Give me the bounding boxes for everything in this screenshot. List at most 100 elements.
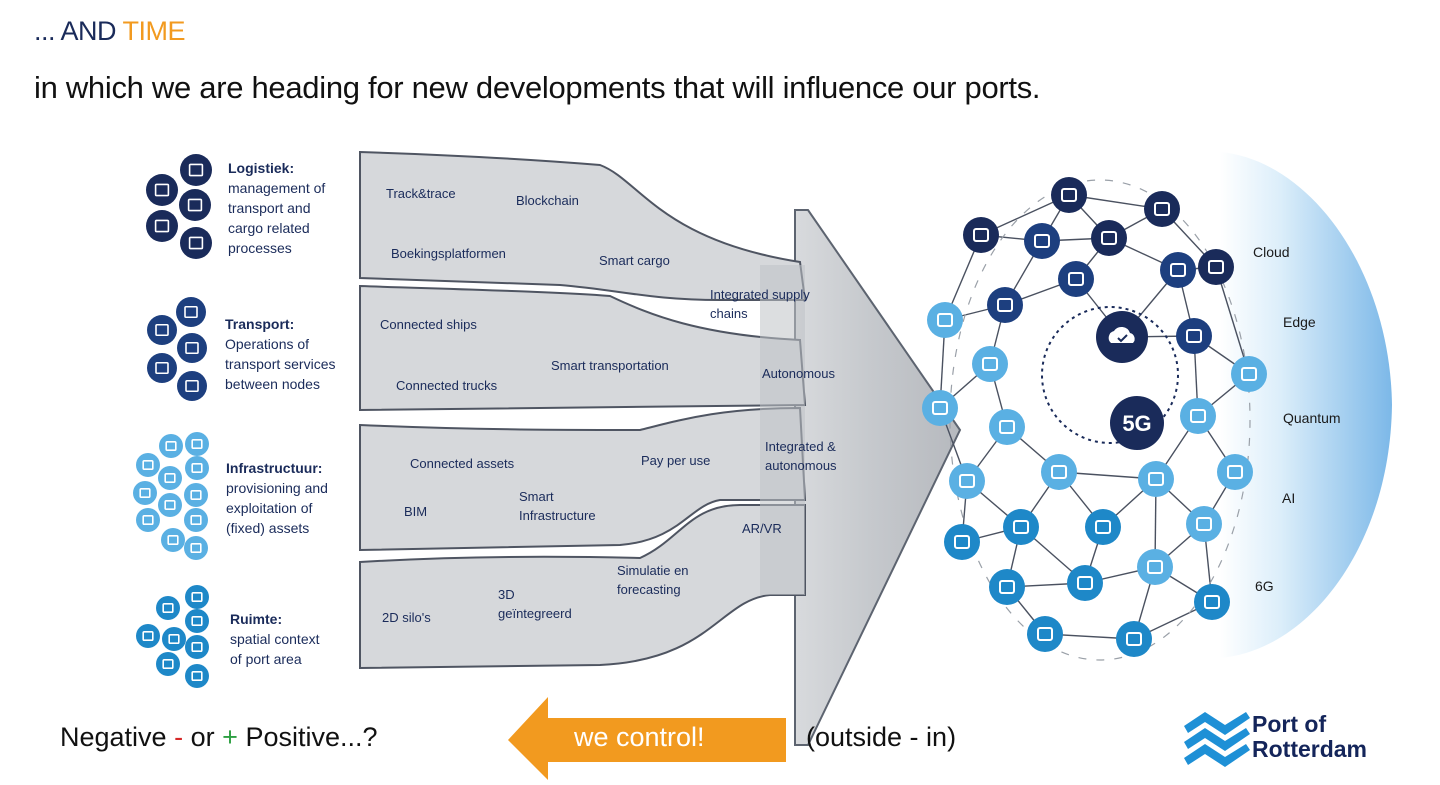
network-node <box>972 346 1008 382</box>
5g-label: 5G <box>1122 411 1151 436</box>
asset-icon <box>185 456 209 480</box>
asset-icon <box>185 609 209 633</box>
icon-glyph <box>162 658 174 669</box>
band-label: Connected trucks <box>396 378 498 393</box>
positive-sign: + <box>222 722 238 752</box>
tech-label-edge: Edge <box>1283 314 1316 330</box>
node-circle <box>1186 506 1222 542</box>
icon-glyph <box>191 670 203 681</box>
category-line: between nodes <box>225 376 320 392</box>
node-circle <box>1067 565 1103 601</box>
title-prefix: ... AND <box>34 16 123 46</box>
rail-icon <box>937 313 953 327</box>
icon-glyph <box>191 615 203 626</box>
asset-icon <box>185 432 209 456</box>
category-line: provisioning and <box>226 480 328 496</box>
icon-glyph <box>167 534 179 545</box>
we-control-arrow <box>508 697 786 780</box>
port-of-rotterdam-logo-icon <box>1184 712 1250 767</box>
negative-label: Negative <box>60 722 167 752</box>
band-label: AR/VR <box>742 521 782 536</box>
droplets-icon <box>1061 188 1077 202</box>
droplets-icon <box>179 189 211 221</box>
ferry-icon <box>1034 234 1050 248</box>
asset-icon <box>184 483 208 507</box>
node-circle <box>989 569 1025 605</box>
crane-icon <box>1241 367 1257 381</box>
asset-icon <box>184 536 208 560</box>
asset-icon <box>136 508 160 532</box>
positive-label: Positive...? <box>245 722 378 752</box>
network-node <box>1116 621 1152 657</box>
container-icon <box>1154 202 1170 216</box>
train-icon <box>176 297 206 327</box>
sensor-icon <box>1190 409 1206 423</box>
category-transport: Transport: Operations of transport servi… <box>225 314 335 394</box>
category-logistiek: Logistiek: management of transport and c… <box>228 158 325 258</box>
category-line: of port area <box>230 651 302 667</box>
network-node <box>1024 223 1060 259</box>
network-node <box>963 217 999 253</box>
title-accent: TIME <box>122 16 186 46</box>
band-label: autonomous <box>765 458 837 473</box>
band-transport <box>359 284 807 412</box>
tech-label-cloud: Cloud <box>1253 244 1290 260</box>
negative-or-positive-question: Negative - or + Positive...? <box>60 722 378 753</box>
network-node <box>1198 249 1234 285</box>
category-line: spatial context <box>230 631 320 647</box>
network-node <box>1217 454 1253 490</box>
category-icon-clusters <box>133 154 212 688</box>
node-circle <box>1085 509 1121 545</box>
network-node <box>927 302 963 338</box>
icon-glyph <box>191 591 203 602</box>
ship-icon <box>1068 272 1084 286</box>
network-node <box>987 287 1023 323</box>
node-circle <box>1137 549 1173 585</box>
technology-layer <box>1220 152 1392 658</box>
node-circle <box>1138 461 1174 497</box>
band-label: Smart <box>519 489 554 504</box>
network-node <box>1160 252 1196 288</box>
category-title: Logistiek: <box>228 160 295 176</box>
icon-glyph <box>190 514 202 525</box>
ship-icon <box>147 315 177 345</box>
band-label: Integrated & <box>765 439 836 454</box>
oil-drop-icon <box>146 210 178 242</box>
water-level-icon <box>954 535 970 549</box>
node-circle <box>972 346 1008 382</box>
network-node <box>1231 356 1267 392</box>
asset-icon <box>156 596 180 620</box>
container-icon <box>180 154 212 186</box>
logo-text: Port of Rotterdam <box>1252 712 1367 762</box>
dashed-orbit <box>949 179 1251 661</box>
band-label: Infrastructure <box>519 508 596 523</box>
node-circle <box>989 409 1025 445</box>
network-node <box>922 390 958 426</box>
category-line: (fixed) assets <box>226 520 310 536</box>
bulk-icon <box>180 227 212 259</box>
network-node <box>1085 509 1121 545</box>
node-circle <box>1051 177 1087 213</box>
asset-icon <box>136 453 160 477</box>
crane-icon <box>1126 632 1142 646</box>
network-node <box>1041 454 1077 490</box>
band-label: geïntegreerd <box>498 606 572 621</box>
icon-glyph <box>188 236 204 250</box>
ferry-icon <box>177 333 207 363</box>
node-circle <box>944 524 980 560</box>
icon-glyph <box>191 641 203 652</box>
network-node <box>989 569 1025 605</box>
category-icon-cluster <box>146 154 212 259</box>
category-icon-cluster <box>136 585 209 688</box>
bulk-icon <box>973 228 989 242</box>
dotted-ring <box>1041 306 1179 444</box>
check-icon <box>1117 334 1128 343</box>
network-node <box>1176 318 1212 354</box>
icon-glyph <box>162 602 174 613</box>
band-label: 2D silo's <box>382 610 431 625</box>
drone-icon <box>177 371 207 401</box>
icon-glyph <box>185 379 199 393</box>
icon-glyph <box>142 630 154 641</box>
icon-glyph <box>155 361 169 375</box>
cloud-upload-icon <box>999 420 1015 434</box>
